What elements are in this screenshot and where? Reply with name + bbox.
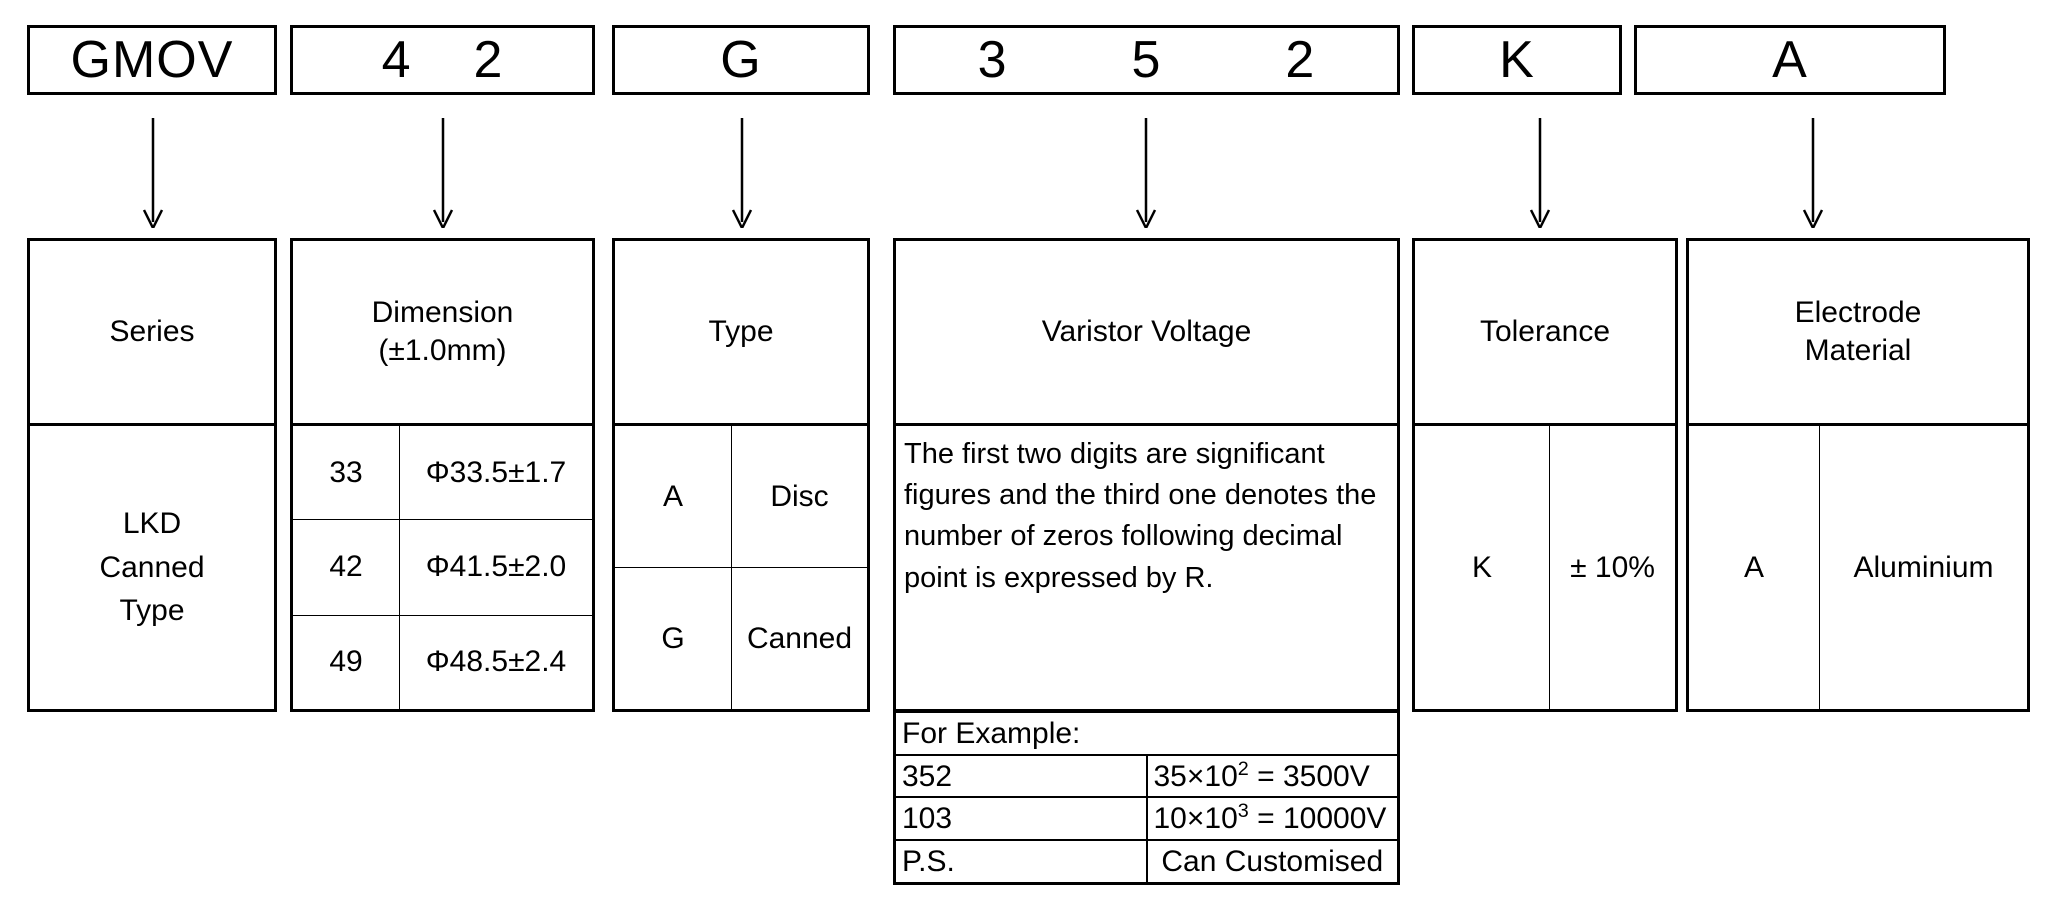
example-calc-ps: Can Customised <box>1145 839 1397 882</box>
down-arrow-icon-varistor-voltage <box>1135 118 1157 228</box>
table-row: For Example: <box>896 713 1397 756</box>
panel-dimension: Dimension (±1.0mm) 33 Φ33.5±1.7 42 Φ41.5… <box>290 238 595 712</box>
panel-tolerance-body: K ± 10% <box>1415 423 1675 709</box>
panel-series-body: LKD Canned Type <box>30 423 274 709</box>
table-row: P.S. Can Customised <box>896 839 1397 882</box>
dimension-code-49: 49 <box>293 614 400 709</box>
dimension-table: 33 Φ33.5±1.7 42 Φ41.5±2.0 49 Φ48.5±2.4 <box>293 426 592 709</box>
example-table: For Example: 352 35×102 = 3500V 103 10×1… <box>896 713 1397 882</box>
example-title: For Example: <box>896 713 1397 756</box>
panel-electrode-material-body: A Aluminium <box>1689 423 2027 709</box>
panel-series: Series LKD Canned Type <box>27 238 277 712</box>
dimension-value-49: Φ48.5±2.4 <box>399 614 592 709</box>
panel-type-body: A Disc G Canned <box>615 423 867 709</box>
dimension-value-42: Φ41.5±2.0 <box>399 519 592 616</box>
tolerance-table: K ± 10% <box>1415 426 1675 709</box>
table-row: G Canned <box>615 567 867 709</box>
panel-electrode-material-header-line2: Material <box>1804 334 1912 367</box>
down-arrow-icon-series <box>142 118 164 228</box>
table-row: A Disc <box>615 426 867 568</box>
example-calc-103-base: 10×10 <box>1153 802 1238 836</box>
down-arrow-icon-dimension <box>432 118 454 228</box>
panel-series-body-text: LKD Canned Type <box>99 507 205 628</box>
electrode-code-a: A <box>1689 426 1820 709</box>
panel-dimension-body: 33 Φ33.5±1.7 42 Φ41.5±2.0 49 Φ48.5±2.4 <box>293 423 592 709</box>
panel-varistor-voltage-body: The first two digits are significant fig… <box>896 423 1397 709</box>
panel-varistor-voltage: Varistor Voltage The first two digits ar… <box>893 238 1400 712</box>
table-row: 352 35×102 = 3500V <box>896 753 1397 799</box>
example-calc-103-result: = 10000V <box>1248 802 1387 836</box>
table-row: 42 Φ41.5±2.0 <box>293 519 592 616</box>
example-calc-103-exponent: 3 <box>1237 800 1249 823</box>
dimension-value-33: Φ33.5±1.7 <box>399 426 592 521</box>
code-box-dimension: 4 2 <box>290 25 595 95</box>
panel-dimension-header: Dimension (±1.0mm) <box>293 241 592 423</box>
panel-dimension-header-line1: Dimension <box>371 295 514 329</box>
electrode-value-aluminium: Aluminium <box>1819 426 2027 709</box>
table-row: 49 Φ48.5±2.4 <box>293 614 592 709</box>
example-code-103: 103 <box>896 796 1148 842</box>
example-calc-352-exponent: 2 <box>1237 757 1249 780</box>
type-value-disc: Disc <box>731 426 867 568</box>
down-arrow-icon-electrode <box>1802 118 1824 228</box>
code-box-tolerance: K <box>1412 25 1622 95</box>
type-code-a: A <box>615 426 732 568</box>
electrode-material-table: A Aluminium <box>1689 426 2027 709</box>
code-box-series: GMOV <box>27 25 277 95</box>
panel-series-header: Series <box>30 241 274 423</box>
panel-type-header: Type <box>615 241 867 423</box>
table-row: A Aluminium <box>1689 426 2027 709</box>
dimension-code-42: 42 <box>293 519 400 616</box>
code-box-type: G <box>612 25 870 95</box>
panel-electrode-material-header: Electrode Material <box>1689 241 2027 423</box>
tolerance-value-10pct: ± 10% <box>1549 426 1675 709</box>
table-row: K ± 10% <box>1415 426 1675 709</box>
type-table: A Disc G Canned <box>615 426 867 709</box>
code-box-tolerance-text: K <box>1499 31 1535 89</box>
example-code-ps: P.S. <box>896 839 1148 882</box>
example-calc-352-result: = 3500V <box>1248 759 1370 793</box>
code-box-varistor-voltage: 3 5 2 <box>893 25 1400 95</box>
example-calc-103: 10×103 = 10000V <box>1145 796 1397 842</box>
panel-type: Type A Disc G Canned <box>612 238 870 712</box>
panel-type-header-text: Type <box>708 314 774 348</box>
tolerance-code-k: K <box>1415 426 1550 709</box>
code-box-electrode: A <box>1634 25 1946 95</box>
code-box-electrode-text: A <box>1772 31 1808 89</box>
table-row: 33 Φ33.5±1.7 <box>293 426 592 521</box>
panel-varistor-voltage-header: Varistor Voltage <box>896 241 1397 423</box>
varistor-voltage-example-table: For Example: 352 35×102 = 3500V 103 10×1… <box>893 710 1400 885</box>
example-code-352: 352 <box>896 753 1148 799</box>
panel-varistor-voltage-header-text: Varistor Voltage <box>1041 314 1252 348</box>
down-arrow-icon-tolerance <box>1529 118 1551 228</box>
example-calc-352: 35×102 = 3500V <box>1145 753 1397 799</box>
panel-electrode-material-header-line1: Electrode <box>1794 295 1922 329</box>
type-value-canned: Canned <box>731 567 867 709</box>
example-calc-352-base: 35×10 <box>1153 759 1238 793</box>
down-arrow-icon-type <box>731 118 753 228</box>
panel-tolerance-header: Tolerance <box>1415 241 1675 423</box>
panel-dimension-header-line2: (±1.0mm) <box>378 334 507 367</box>
panel-series-header-text: Series <box>109 314 195 348</box>
panel-electrode-material: Electrode Material A Aluminium <box>1686 238 2030 712</box>
code-box-series-text: GMOV <box>70 31 234 89</box>
table-row: 103 10×103 = 10000V <box>896 796 1397 842</box>
panel-tolerance-header-text: Tolerance <box>1479 314 1611 348</box>
varistor-voltage-description: The first two digits are significant fig… <box>904 438 1377 594</box>
code-box-dimension-text: 4 2 <box>381 31 504 89</box>
code-box-type-text: G <box>720 31 762 89</box>
type-code-g: G <box>615 567 732 709</box>
code-box-varistor-voltage-text: 3 5 2 <box>977 31 1316 89</box>
dimension-code-33: 33 <box>293 426 400 521</box>
panel-tolerance: Tolerance K ± 10% <box>1412 238 1678 712</box>
